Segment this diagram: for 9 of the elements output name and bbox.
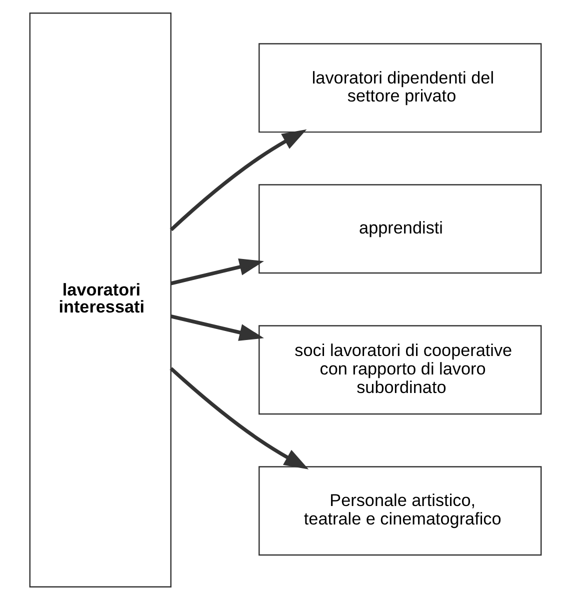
node-box: lavoratori dipendenti del settore privato <box>258 43 542 133</box>
arrow <box>170 258 264 286</box>
node-box: apprendisti <box>258 184 542 274</box>
node-box: Personale artistico, teatrale e cinematografico <box>258 466 542 556</box>
arrow <box>170 314 264 341</box>
node-box: soci lavoratori di cooperative con rapporto di lavoro subordinato <box>258 325 542 415</box>
arrow <box>169 367 308 470</box>
node-box: lavoratori interessati <box>28 12 171 588</box>
arrow <box>169 129 306 232</box>
